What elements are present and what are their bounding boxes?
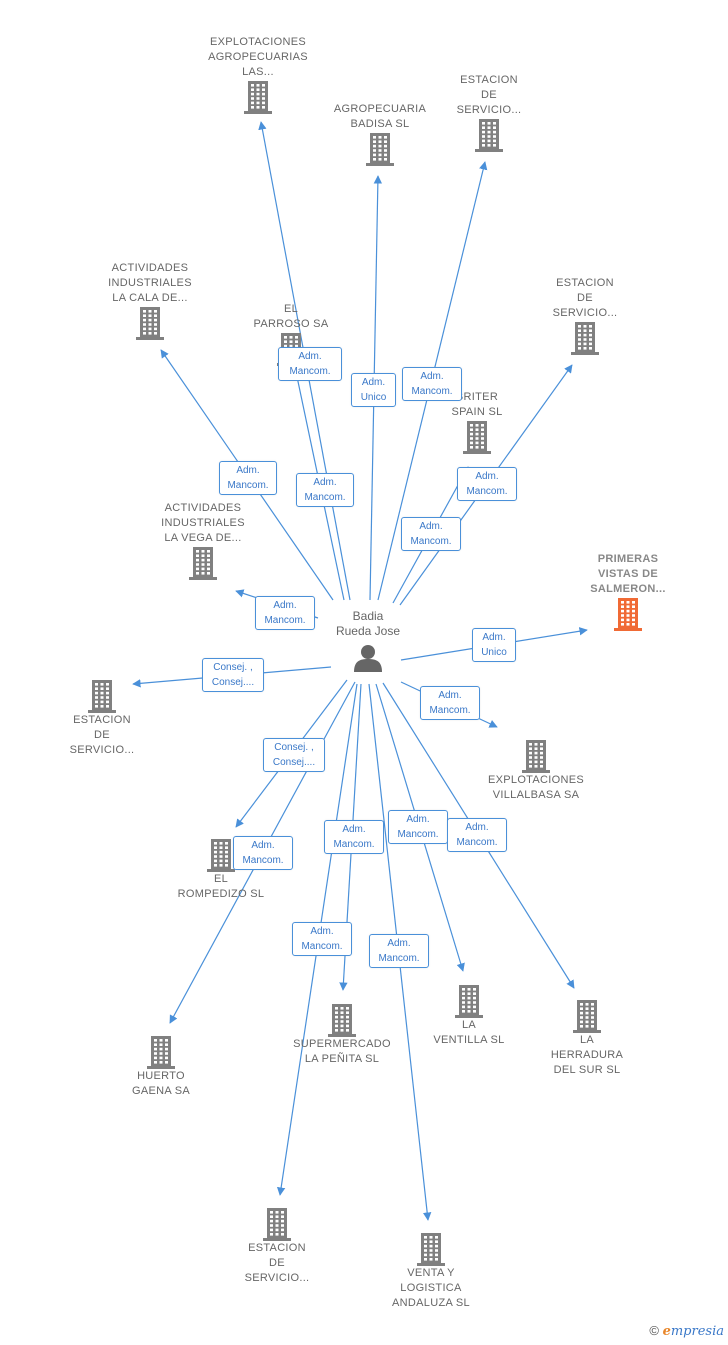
company-node[interactable]: SUPERMERCADO LA PEÑITA SL [272,1000,412,1067]
company-label: HUERTO GAENA SA [131,1070,191,1097]
company-node[interactable]: ESTACION DE SERVICIO... [419,73,559,156]
center-person-label: Badia Rueda Jose [335,609,401,638]
building-icon [244,81,272,114]
building-icon [475,119,503,152]
company-label: ESTACION DE SERVICIO... [244,1242,310,1284]
building-icon [88,680,116,713]
role-tag[interactable]: Adm. Mancom. [219,461,277,495]
building-icon [263,1208,291,1241]
company-label: EXPLOTACIONES AGROPECUARIAS LAS... [208,36,308,78]
company-label: ESTACION DE SERVICIO... [456,74,522,116]
role-tag[interactable]: Adm. Mancom. [369,934,429,968]
company-label: ACTIVIDADES INDUSTRIALES LA VEGA DE... [161,502,245,544]
building-icon [573,1000,601,1033]
role-tag[interactable]: Adm. Mancom. [233,836,293,870]
brand-logo: empresia [662,1324,724,1339]
company-node[interactable]: PRIMERAS VISTAS DE SALMERON... [558,552,698,635]
company-label: LA HERRADURA DEL SUR SL [550,1034,624,1076]
company-node[interactable]: ESTACION DE SERVICIO... [32,676,172,758]
company-label: LA VENTILLA SL [433,1019,505,1046]
company-label: VENTA Y LOGISTICA ANDALUZA SL [392,1267,470,1309]
company-node[interactable]: HUERTO GAENA SA [91,1032,231,1099]
company-node[interactable]: EXPLOTACIONES AGROPECUARIAS LAS... [188,35,328,118]
company-label: EL PARROSO SA [253,303,329,330]
building-icon [136,307,164,340]
building-icon [328,1004,356,1037]
company-node[interactable]: AGROPECUARIA BADISA SL [310,102,450,170]
company-label: PRIMERAS VISTAS DE SALMERON... [590,553,666,595]
building-icon [417,1233,445,1266]
role-tag[interactable]: Adm. Mancom. [447,818,507,852]
company-label: EXPLOTACIONES VILLALBASA SA [488,774,584,801]
company-node[interactable]: ESTACION DE SERVICIO... [207,1204,347,1286]
role-tag[interactable]: Adm. Unico [472,628,516,662]
role-tag[interactable]: Adm. Unico [351,373,396,407]
building-icon [189,547,217,580]
role-tag[interactable]: Adm. Mancom. [388,810,448,844]
company-node[interactable]: VENTA Y LOGISTICA ANDALUZA SL [361,1229,501,1311]
role-tag[interactable]: Adm. Mancom. [324,820,384,854]
center-person-node[interactable]: Badia Rueda Jose [308,609,428,673]
company-node[interactable]: LA HERRADURA DEL SUR SL [517,996,657,1078]
role-tag[interactable]: Consej. , Consej.... [263,738,325,772]
role-tag[interactable]: Consej. , Consej.... [202,658,264,692]
company-label: BRITER SPAIN SL [451,391,503,418]
footer-brand: © empresia [649,1323,724,1339]
role-tag[interactable]: Adm. Mancom. [420,686,480,720]
person-icon [354,645,382,672]
building-icon [522,740,550,773]
company-node[interactable]: ESTACION DE SERVICIO... [515,276,655,359]
company-node[interactable]: EL ROMPEDIZO SL [151,835,291,902]
company-label: ACTIVIDADES INDUSTRIALES LA CALA DE... [108,262,192,304]
role-tag[interactable]: Adm. Mancom. [296,473,354,507]
building-icon [455,985,483,1018]
copyright-icon: © [649,1323,659,1338]
company-node[interactable]: EXPLOTACIONES VILLALBASA SA [466,736,606,803]
company-label: ESTACION DE SERVICIO... [552,277,618,319]
company-node[interactable]: ACTIVIDADES INDUSTRIALES LA VEGA DE... [133,501,273,584]
company-label: AGROPECUARIA BADISA SL [333,103,427,130]
company-node[interactable]: LA VENTILLA SL [399,981,539,1048]
building-icon [147,1036,175,1069]
role-tag[interactable]: Adm. Mancom. [401,517,461,551]
building-icon [614,598,642,631]
building-icon [571,322,599,355]
building-icon [366,133,394,166]
company-label: EL ROMPEDIZO SL [177,873,265,900]
company-label: ESTACION DE SERVICIO... [69,714,135,756]
role-tag[interactable]: Adm. Mancom. [292,922,352,956]
company-node[interactable]: ACTIVIDADES INDUSTRIALES LA CALA DE... [80,261,220,344]
company-node[interactable]: BRITER SPAIN SL [407,390,547,458]
building-icon [207,839,235,872]
role-tag[interactable]: Adm. Mancom. [255,596,315,630]
role-tag[interactable]: Adm. Mancom. [457,467,517,501]
company-label: SUPERMERCADO LA PEÑITA SL [293,1038,391,1065]
role-tag[interactable]: Adm. Mancom. [402,367,462,401]
building-icon [463,421,491,454]
role-tag[interactable]: Adm. Mancom. [278,347,342,381]
